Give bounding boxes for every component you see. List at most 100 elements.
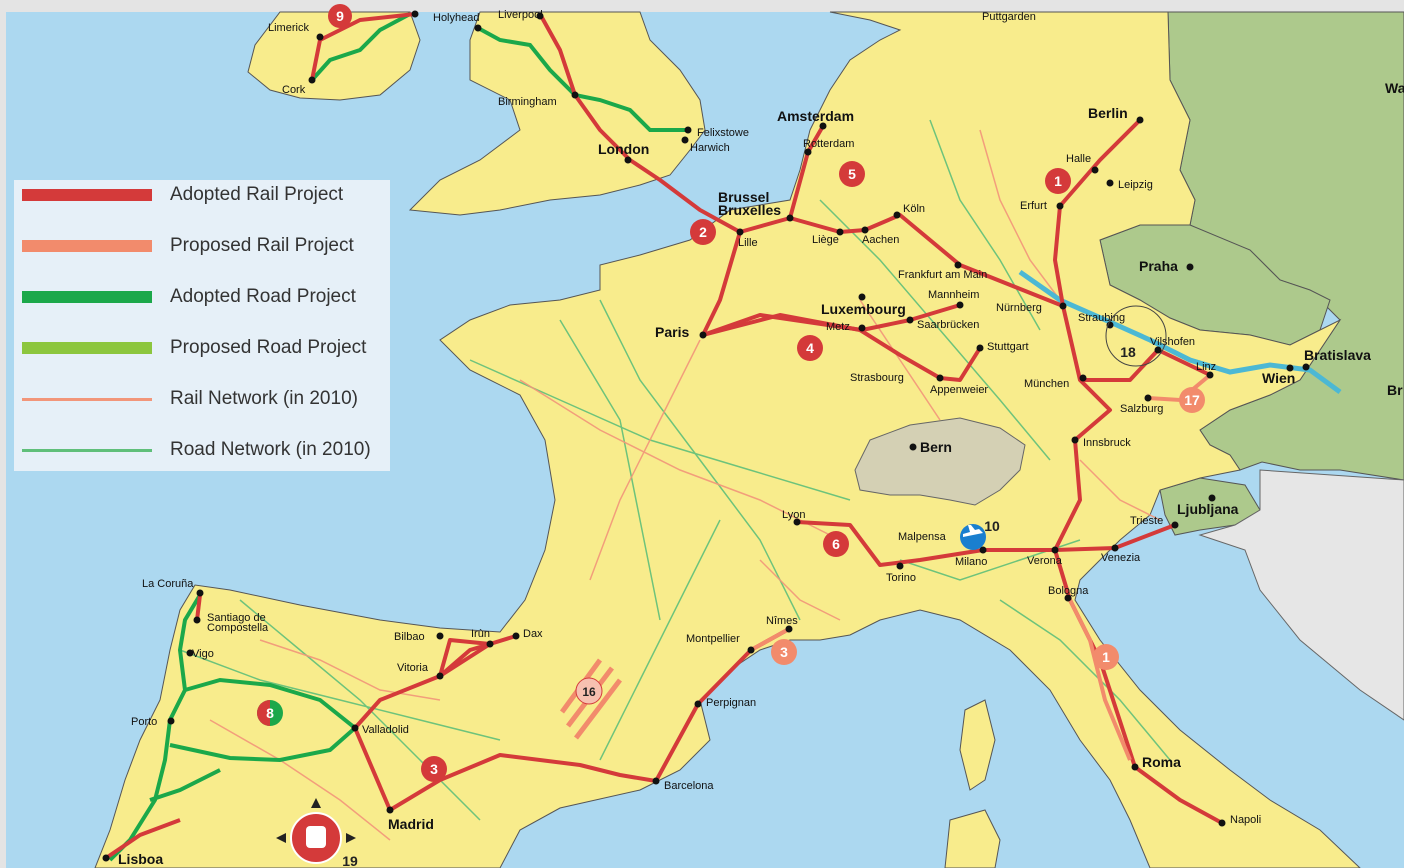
city-label: Bilbao [394, 631, 425, 643]
capital-label: Berlin [1088, 105, 1128, 121]
great-britain [408, 11, 706, 216]
legend-label: Proposed Road Project [170, 337, 367, 358]
city-label: Stuttgart [987, 341, 1029, 353]
city-label: München [1024, 378, 1069, 390]
legend-item: Road Network (in 2010) [14, 435, 390, 475]
project-number: 4 [806, 340, 814, 356]
city-label: Lille [738, 237, 758, 249]
project-number: 1 [1054, 173, 1062, 189]
city-label: Harwich [690, 142, 730, 154]
city-label: Erfurt [1020, 200, 1047, 212]
capital-label: Roma [1142, 754, 1181, 770]
city-label: Valladolid [362, 724, 409, 736]
continent [94, 11, 1361, 868]
city-label: Malpensa [898, 531, 947, 543]
city-label: Puttgarden [982, 11, 1036, 23]
airport-icon [963, 525, 983, 537]
capital-label: Bern [920, 439, 952, 455]
capital-label: Bratislava [1304, 347, 1371, 363]
city-label: Limerick [268, 22, 309, 34]
city-label: Barcelona [664, 780, 714, 792]
city-label: La Coruña [142, 578, 194, 590]
danube-waterway [1018, 269, 1342, 395]
city-label: Nîmes [766, 615, 798, 627]
city-label: Rotterdam [803, 138, 854, 150]
city-label: Porto [131, 716, 157, 728]
project-number: 2 [699, 224, 707, 240]
legend-label: Proposed Rail Project [170, 235, 354, 256]
city-label: Bologna [1048, 585, 1089, 597]
city-label: Liège [812, 234, 839, 246]
capital-label: Lisboa [118, 851, 163, 867]
city-label: Trieste [1130, 515, 1163, 527]
city-label: Dax [523, 628, 543, 640]
capital-labels: Amsterdam Berlin London Brussel Bruxelle… [118, 80, 1404, 867]
legend-swatch [22, 291, 152, 303]
city-label: Halle [1066, 153, 1091, 165]
switzerland [854, 417, 1026, 506]
legend-swatch [22, 398, 152, 401]
edge-label: Br [1387, 382, 1403, 398]
city-label: Montpellier [686, 633, 740, 645]
edge-label: Wa [1385, 80, 1404, 96]
city-label: Milano [955, 556, 987, 568]
city-label: Straubing [1078, 312, 1125, 324]
city-label: Salzburg [1120, 403, 1163, 415]
legend-item: Proposed Road Project [14, 333, 390, 373]
project-number: 16 [582, 685, 596, 699]
city-label: Mannheim [928, 289, 979, 301]
city-label: Irùn [471, 628, 490, 640]
city-label: Strasbourg [850, 372, 904, 384]
legend-item: Adopted Road Project [14, 282, 390, 322]
legend-item: Adopted Rail Project [14, 180, 390, 220]
project-number: 5 [848, 166, 856, 182]
capital-label: Wien [1262, 370, 1295, 386]
city-label: Köln [903, 203, 925, 215]
project-number: 3 [430, 761, 438, 777]
rail-network [209, 129, 1161, 841]
capital-label: Bruxelles [718, 202, 781, 218]
capital-label: London [598, 141, 649, 157]
city-label: Aachen [862, 234, 899, 246]
city-label: Cork [282, 84, 306, 96]
city-label: Santiago de [207, 612, 266, 624]
legend-label: Rail Network (in 2010) [170, 388, 358, 409]
city-labels: Holyhead Liverpool Puttgarden Limerick C… [131, 9, 1261, 826]
sardinia [944, 809, 1001, 868]
city-label: Venezia [1101, 552, 1141, 564]
city-label: Felixstowe [697, 127, 749, 139]
legend-item: Rail Network (in 2010) [14, 384, 390, 424]
city-label: Nürnberg [996, 302, 1042, 314]
capital-label: Brussel [718, 189, 769, 205]
capital-label: Praha [1139, 258, 1178, 274]
corsica [959, 699, 996, 791]
city-label: Frankfurt am Main [898, 269, 987, 281]
legend-swatch [22, 342, 152, 354]
city-label: Vigo [192, 648, 214, 660]
legend-swatch [22, 449, 152, 452]
city-label: Holyhead [433, 12, 479, 24]
project-number: 17 [1184, 392, 1200, 408]
city-label: Torino [886, 572, 916, 584]
city-label: Metz [826, 321, 850, 333]
capital-label: Luxembourg [821, 301, 906, 317]
capital-label: Amsterdam [777, 108, 854, 124]
city-label: Birmingham [498, 96, 557, 108]
legend-item: Proposed Rail Project [14, 231, 390, 271]
project-number: 18 [1120, 344, 1136, 360]
city-label: Vilshofen [1150, 336, 1195, 348]
arrows-icon [276, 798, 356, 843]
project-number: 10 [984, 518, 1000, 534]
capital-label: Madrid [388, 816, 434, 832]
project-number: 6 [832, 536, 840, 552]
croatia [1198, 469, 1404, 721]
legend-swatch [22, 240, 152, 252]
city-label: Napoli [1230, 814, 1261, 826]
legend-label: Adopted Road Project [170, 286, 356, 307]
city-label: Innsbruck [1083, 437, 1131, 449]
legend-label: Road Network (in 2010) [170, 439, 371, 460]
city-label: Saarbrücken [917, 319, 979, 331]
city-label: Verona [1027, 555, 1063, 567]
legend-label: Adopted Rail Project [170, 184, 344, 205]
